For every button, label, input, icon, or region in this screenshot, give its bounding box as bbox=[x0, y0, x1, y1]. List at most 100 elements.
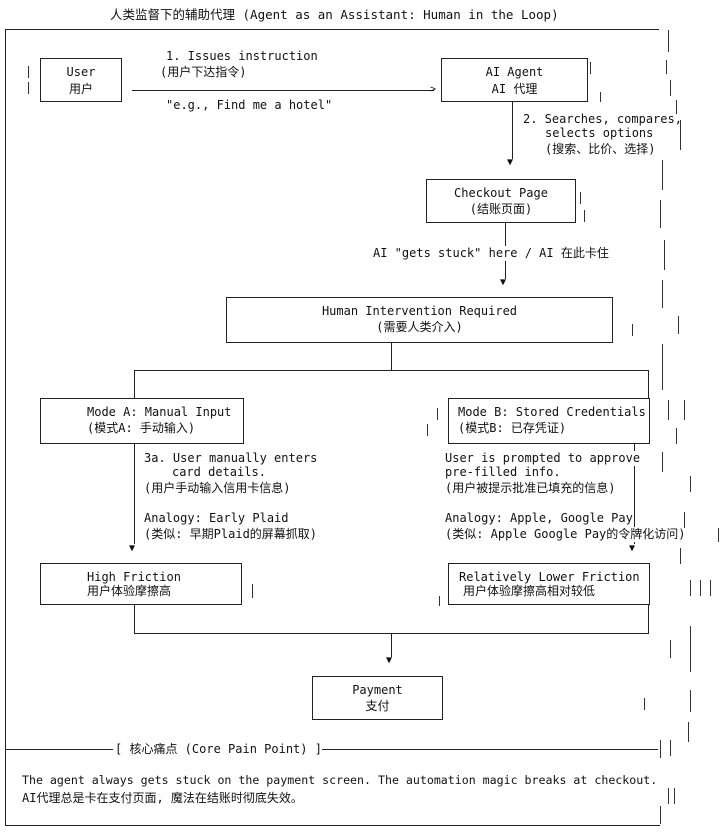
frame-fragment bbox=[437, 408, 438, 420]
frame-fragment bbox=[684, 512, 685, 528]
arrow-head-down-icon: ▼ bbox=[386, 655, 393, 666]
frame-fragment bbox=[590, 62, 591, 74]
frame-fragment bbox=[662, 160, 663, 190]
frame-fragment bbox=[580, 192, 581, 204]
pain-point-text-zh: AI代理总是卡在支付页面, 魔法在结账时彻底失效。 bbox=[22, 791, 303, 805]
arrow-head-down-icon: ▼ bbox=[129, 543, 136, 554]
mode-a-desc-2: card details. bbox=[172, 465, 266, 479]
mode-b-desc-zh: (用户被提示批准已填充的信息) bbox=[445, 481, 616, 495]
step1-example: "e.g., Find me a hotel" bbox=[166, 98, 333, 112]
step2-label-1: 2. Searches, compares, bbox=[523, 112, 682, 126]
mode-a-analogy: Analogy: Early Plaid bbox=[144, 511, 289, 525]
payment-node: Payment 支付 bbox=[312, 676, 443, 720]
mode-b-analogy: Analogy: Apple, Google Pay bbox=[445, 511, 633, 526]
split-bar bbox=[134, 370, 649, 371]
step1-label-zh: (用户下达指令) bbox=[160, 65, 247, 79]
frame-fragment bbox=[674, 788, 675, 804]
step2-label-2: selects options bbox=[545, 126, 654, 140]
low-friction-node: Relatively Lower Friction 用户体验摩擦高相对较低 bbox=[448, 563, 650, 605]
frame-fragment bbox=[600, 92, 601, 102]
frame-fragment bbox=[28, 66, 29, 78]
user-label-zh: 用户 bbox=[68, 82, 93, 96]
arrow-head-down-icon: ▼ bbox=[507, 157, 514, 168]
frame-fragment bbox=[668, 400, 669, 420]
user-label-en: User bbox=[66, 65, 96, 79]
payment-label-zh: 支付 bbox=[365, 699, 390, 713]
frame-fragment bbox=[662, 344, 663, 390]
merge-left-rise bbox=[134, 605, 135, 633]
pain-point-divider-right bbox=[322, 749, 658, 750]
low-friction-label-en: Relatively Lower Friction bbox=[459, 570, 640, 584]
mode-a-label-en: Mode A: Manual Input bbox=[87, 405, 232, 419]
frame-fragment bbox=[660, 200, 661, 228]
high-friction-label-zh: 用户体验摩擦高 bbox=[87, 584, 172, 598]
frame-fragment bbox=[644, 698, 645, 710]
mode-a-analogy-zh: (类似: 早期Plaid的屏幕抓取) bbox=[144, 527, 318, 541]
intervention-label-en: Human Intervention Required bbox=[321, 304, 518, 318]
ai-agent-label-zh: AI 代理 bbox=[491, 82, 538, 96]
mode-b-analogy-zh: (类似: Apple Google Pay的令牌化访问) bbox=[445, 527, 686, 542]
frame-fragment bbox=[688, 722, 689, 742]
frame-fragment bbox=[666, 60, 667, 74]
frame-fragment bbox=[439, 596, 440, 606]
ai-agent-node: AI Agent AI 代理 bbox=[441, 58, 588, 102]
frame-fragment bbox=[668, 788, 669, 804]
high-friction-label-en: High Friction bbox=[87, 570, 181, 584]
frame-fragment bbox=[690, 580, 691, 596]
frame-fragment bbox=[252, 584, 253, 598]
frame-fragment bbox=[680, 120, 681, 150]
checkout-page-node: Checkout Page (结账页面) bbox=[426, 179, 576, 223]
step1-label: 1. Issues instruction bbox=[166, 49, 318, 63]
merge-stem bbox=[391, 633, 392, 657]
frame-fragment bbox=[670, 740, 671, 756]
ai-agent-label-en: AI Agent bbox=[485, 65, 544, 79]
frame-fragment bbox=[660, 806, 661, 824]
split-stem bbox=[391, 343, 392, 370]
mode-b-label-en: Mode B: Stored Credentials bbox=[458, 405, 646, 419]
frame-fragment bbox=[676, 100, 677, 114]
frame-fragment bbox=[662, 280, 663, 308]
frame-fragment bbox=[660, 740, 661, 758]
mode-b-desc-2: pre-filled info. bbox=[445, 465, 561, 479]
mode-b-label-zh: (模式B: 已存凭证) bbox=[458, 421, 567, 435]
intervention-label-zh: (需要人类介入) bbox=[376, 320, 463, 334]
frame-fragment bbox=[427, 424, 428, 436]
outer-frame-left bbox=[5, 29, 6, 825]
step2-label-zh: (搜索、比价、选择) bbox=[545, 142, 656, 156]
frame-fragment bbox=[664, 240, 665, 270]
payment-label-en: Payment bbox=[352, 683, 403, 697]
frame-fragment bbox=[710, 580, 711, 596]
mode-a-desc-1: 3a. User manually enters bbox=[144, 451, 318, 465]
checkout-label-zh: (结账页面) bbox=[469, 202, 533, 216]
arrow-head-down-icon: ▼ bbox=[629, 543, 636, 554]
frame-fragment bbox=[680, 548, 681, 564]
frame-fragment bbox=[662, 452, 663, 472]
mode-b-down-line bbox=[634, 444, 635, 544]
frame-fragment bbox=[690, 626, 691, 672]
checkout-label-en: Checkout Page bbox=[454, 186, 548, 200]
arrow-head-right-icon: > bbox=[430, 84, 437, 95]
frame-fragment bbox=[584, 210, 585, 222]
frame-fragment bbox=[632, 324, 633, 336]
arrow-head-down-icon: ▼ bbox=[500, 277, 507, 288]
mode-a-node: Mode A: Manual Input (模式A: 手动输入) bbox=[40, 398, 244, 444]
mode-a-down-line bbox=[134, 444, 135, 544]
low-friction-label-zh: 用户体验摩擦高相对较低 bbox=[463, 584, 596, 598]
agent-to-checkout-line bbox=[512, 102, 513, 159]
frame-fragment bbox=[670, 640, 671, 658]
high-friction-node: High Friction 用户体验摩擦高 bbox=[40, 563, 242, 605]
frame-fragment bbox=[668, 30, 669, 52]
stuck-label: AI "gets stuck" here / AI 在此卡住 bbox=[372, 246, 610, 261]
outer-frame-bottom bbox=[5, 825, 660, 826]
frame-fragment bbox=[684, 400, 685, 420]
frame-fragment bbox=[718, 528, 719, 542]
mode-a-label-zh: (模式A: 手动输入) bbox=[87, 421, 196, 435]
split-right-drop bbox=[648, 370, 649, 398]
merge-right-rise bbox=[648, 605, 649, 633]
diagram-title: 人类监督下的辅助代理 (Agent as an Assistant: Human… bbox=[110, 7, 559, 22]
frame-fragment bbox=[690, 690, 691, 712]
split-left-drop bbox=[134, 370, 135, 398]
mode-b-node: Mode B: Stored Credentials (模式B: 已存凭证) bbox=[448, 398, 650, 444]
outer-frame-top bbox=[5, 29, 659, 30]
frame-fragment bbox=[690, 476, 691, 492]
